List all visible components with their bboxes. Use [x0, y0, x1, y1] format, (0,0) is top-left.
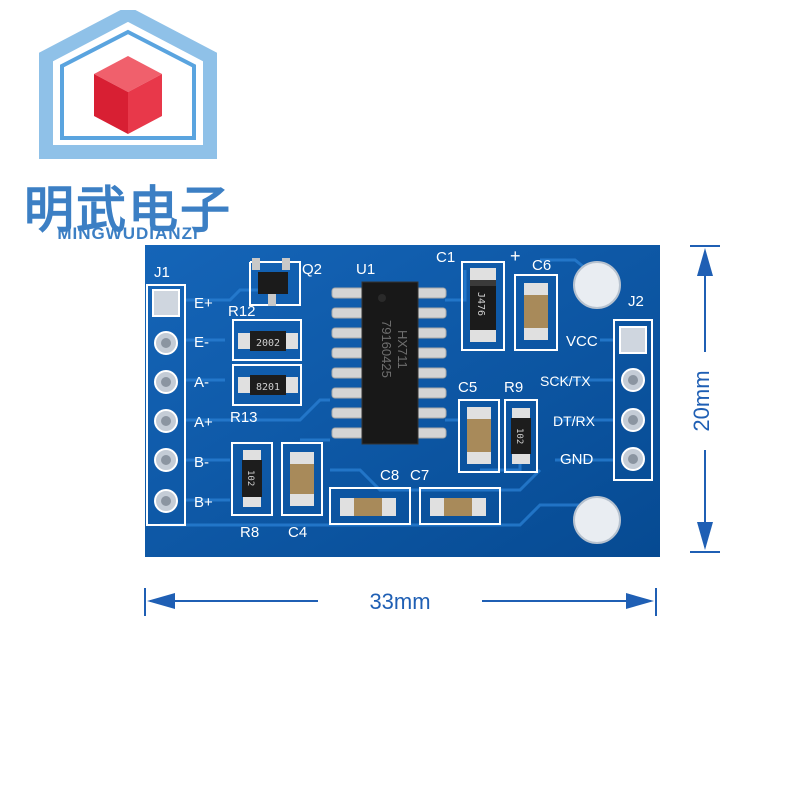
j2-header-outline: [613, 319, 653, 481]
c6-capacitor: [524, 295, 548, 328]
label-r12: R12: [228, 303, 256, 320]
u1-pin1-dot: [378, 294, 386, 302]
label-q2: Q2: [302, 261, 322, 278]
j1-pins: [152, 289, 180, 513]
j2-pin-label-sck-tx: SCK/TX: [540, 373, 591, 389]
r9-code: 102: [514, 428, 524, 444]
c1-capacitor: [470, 280, 496, 330]
u1-chip-body: [361, 281, 419, 445]
label-j2: J2: [628, 293, 644, 310]
width-dimension: [144, 588, 657, 616]
label-u1: U1: [356, 261, 375, 278]
r13-code: 8201: [256, 382, 280, 393]
u1-chip-marking-line2: 79160425: [379, 320, 394, 378]
q2-transistor: [249, 258, 301, 306]
label-c6: C6: [532, 257, 551, 274]
r12-code: 2002: [256, 338, 280, 349]
brand-name-chinese: 明武电子: [24, 181, 232, 239]
label-c1: C1: [436, 249, 455, 266]
c7-capacitor: [444, 498, 472, 516]
r13-outline: [232, 364, 302, 406]
j2-pin-label-gnd: GND: [560, 451, 594, 468]
label-j1: J1: [154, 264, 170, 281]
label-c8: C8: [380, 467, 399, 484]
j1-header-outline: [146, 284, 186, 526]
j1-pin-label-e-minus: E-: [194, 334, 209, 351]
label-c4: C4: [288, 524, 307, 541]
label-r8: R8: [240, 524, 259, 541]
r8-outline: [231, 442, 273, 516]
c8-outline: [329, 487, 411, 525]
j2-pin-label-dt-rx: DT/RX: [553, 413, 596, 429]
r9-outline: [504, 399, 538, 473]
c4-capacitor: [290, 464, 314, 494]
c4-outline: [281, 442, 323, 516]
j2-pin-label-vcc: VCC: [566, 333, 598, 350]
width-dimension-label: 33mm: [369, 589, 431, 614]
c1-outline: [461, 261, 505, 351]
label-c6-polarity: +: [510, 246, 521, 266]
c7-outline: [419, 487, 501, 525]
u1-chip-marking-line1: HX711: [395, 330, 410, 369]
j1-pin-label-b-plus: B+: [194, 494, 213, 511]
c5-outline: [458, 399, 500, 473]
r8-resistor: [242, 460, 262, 497]
label-r13: R13: [230, 409, 258, 426]
height-dimension-label: 20mm: [689, 370, 714, 432]
j1-pin-label-a-minus: A-: [194, 374, 209, 391]
r12-resistor: [250, 331, 286, 351]
c1-code: J476: [475, 292, 486, 316]
brand-name-english: MINGWUDIANZI: [57, 224, 199, 243]
r12-outline: [232, 319, 302, 361]
height-dimension: [690, 245, 720, 553]
label-c5: C5: [458, 379, 477, 396]
r13-resistor: [250, 375, 286, 395]
mounting-hole-bottom: [573, 496, 621, 544]
c6-outline: [514, 274, 558, 351]
label-r9: R9: [504, 379, 523, 396]
j1-pin-label-e-plus: E+: [194, 295, 213, 312]
j2-pins: [619, 326, 647, 471]
r8-code: 102: [245, 470, 255, 486]
j1-pin-label-a-plus: A+: [194, 414, 213, 431]
r9-resistor: [511, 418, 531, 454]
j1-pin-label-b-minus: B-: [194, 454, 209, 471]
c8-capacitor: [354, 498, 382, 516]
mounting-hole-top: [573, 261, 621, 309]
label-c7: C7: [410, 467, 429, 484]
c5-capacitor: [467, 419, 491, 452]
u1-chip-pins: [331, 287, 447, 439]
brand-logo-icon: [39, 10, 217, 159]
